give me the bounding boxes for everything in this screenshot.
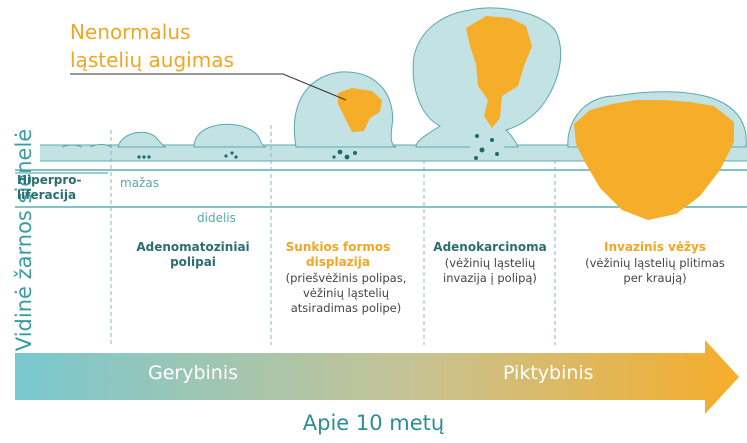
size-large-label: didelis: [197, 211, 236, 225]
polyp-cell: [224, 154, 228, 158]
benign-label: Gerybinis: [148, 362, 239, 384]
stage-title-invasive: Invazinis vėžys: [604, 240, 706, 254]
side-label: Vidinė žarnos sienelė: [12, 128, 36, 352]
polyp-cell: [353, 151, 357, 155]
polyp-cell: [142, 155, 146, 159]
dysplasia-cancer-cells: [338, 88, 382, 132]
callout-line: [70, 73, 347, 101]
polyp-cell: [474, 156, 478, 160]
hyperplasia-bump-2: [89, 144, 113, 148]
hyperplasia-bump-1: [61, 144, 83, 148]
stage-title-dysplasia: Sunkios formos displazija: [285, 240, 391, 269]
stage-title-adenocarcinoma: Adenokarcinoma: [433, 240, 547, 254]
size-small-label: mažas: [120, 176, 159, 190]
adenocarcinoma-cancer-cells: [466, 16, 532, 128]
polyp-small-1: [117, 131, 167, 148]
stage-desc-invasive: (vėžinių ląstelių plitimas per kraują): [585, 256, 725, 285]
colon-wall-band: [40, 145, 747, 161]
polyp-stalk: [470, 130, 504, 160]
invasive-cancer-cells: [574, 100, 734, 220]
polyp-cell: [495, 152, 499, 156]
polyp-cell: [332, 155, 336, 159]
progression-arrow: [15, 340, 739, 414]
polyp-cell: [234, 155, 238, 159]
polyp-medium-1: [193, 123, 267, 148]
malignant-label: Piktybinis: [503, 362, 594, 384]
timeline-label: Apie 10 metų: [302, 411, 445, 435]
polyp-cell: [147, 155, 151, 159]
polyp-cell: [479, 147, 485, 153]
polyp-cell: [230, 151, 234, 155]
polyp-cell: [137, 155, 141, 159]
stage-desc-adenocarcinoma: (vėžinių ląstelių invazija į polipą): [443, 256, 537, 285]
highlight-line2: ląstelių augimas: [70, 48, 234, 72]
polyp-cell: [337, 149, 343, 155]
polyp-cell: [490, 138, 494, 142]
highlight-line1: Nenormalus: [70, 20, 191, 44]
polyp-cell: [344, 154, 350, 160]
polyp-cell: [475, 134, 479, 138]
stage-title-adenomatous: Adenomatoziniai polipai: [136, 240, 250, 269]
hyperproliferation-label: Hiperpro-liferacija: [17, 173, 82, 202]
stage-desc-dysplasia: (priešvėžinis polipas, vėžinių ląstelių …: [285, 271, 407, 315]
